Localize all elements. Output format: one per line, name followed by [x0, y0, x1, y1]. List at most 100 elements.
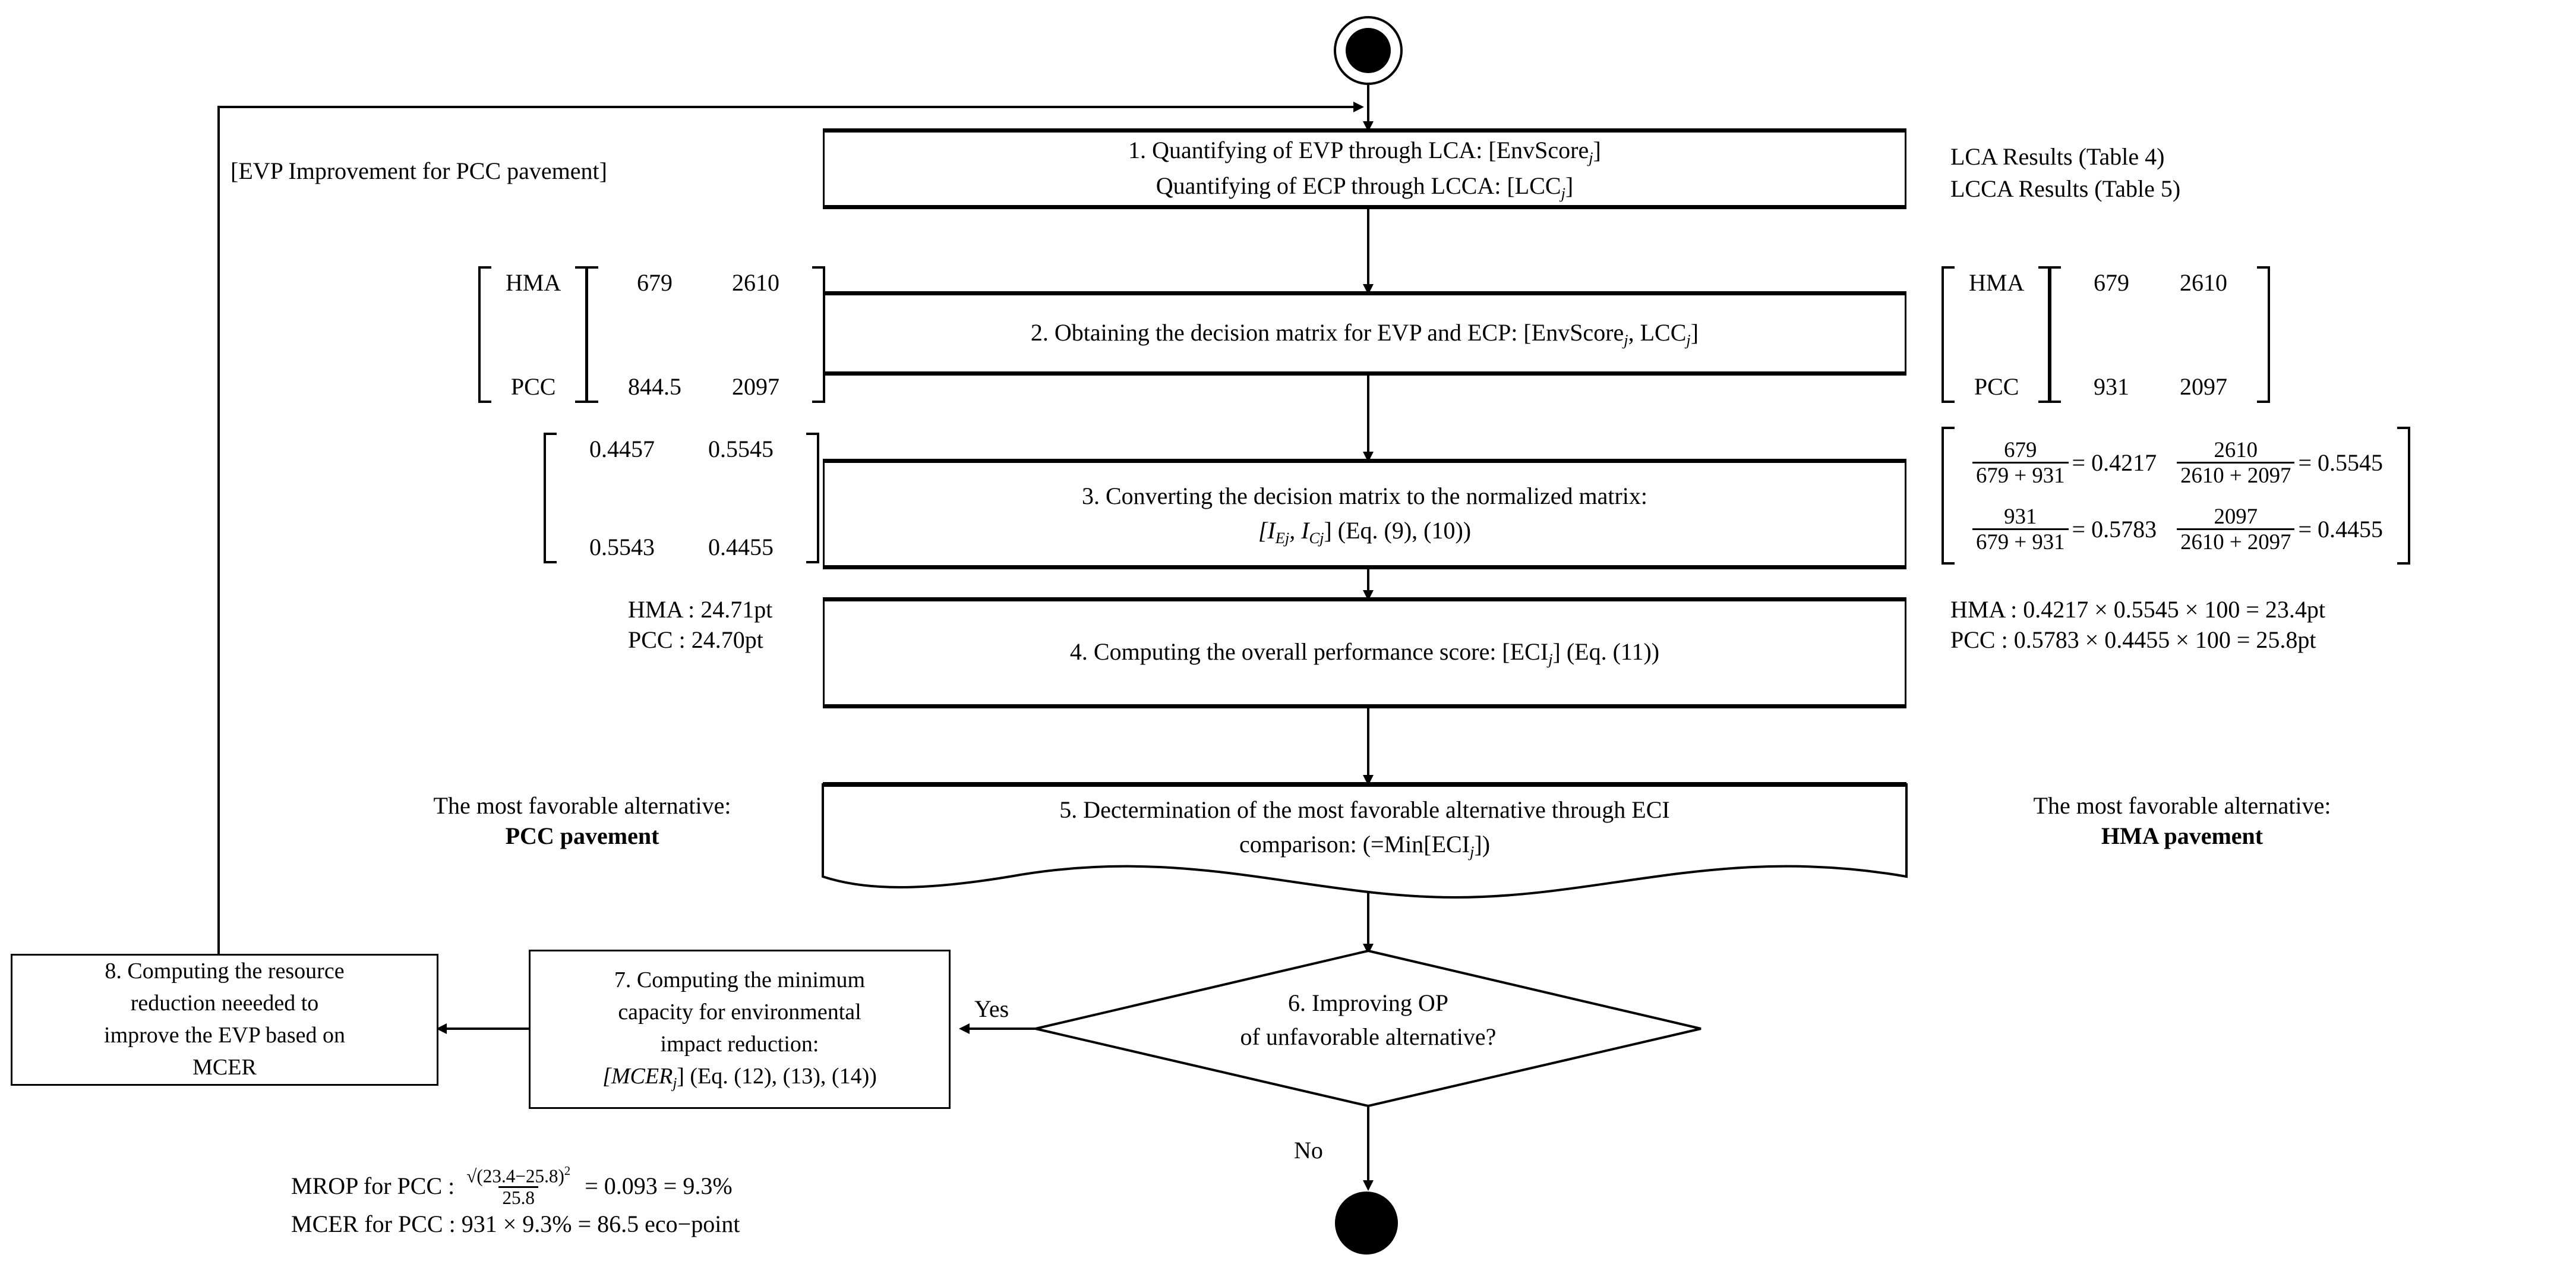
fraction: 2097 2610 + 2097	[2177, 503, 2295, 554]
bracket-left	[478, 266, 491, 403]
frac-result: = 0.4217	[2072, 449, 2157, 476]
step1-line1: 1. Quantifying of EVP through LCA: [EnvS…	[1128, 136, 1601, 166]
cell: 2610	[732, 269, 779, 296]
right-decision-matrix: 679 2610 931 2097	[2048, 266, 2270, 403]
frac-result: = 0.4455	[2298, 515, 2384, 543]
step7-line3: impact reduction:	[660, 1031, 819, 1057]
frac-result: = 0.5783	[2072, 515, 2157, 543]
bracket-left	[544, 433, 557, 563]
right-matrix-rowlabel-0: HMA	[1969, 269, 2025, 296]
right-lcca-results: LCCA Results (Table 5)	[1950, 175, 2181, 202]
step4-line1: 4. Computing the overall performance sco…	[1069, 638, 1660, 669]
step8-line2: reduction neeeded to	[130, 991, 319, 1016]
step5-document-shape	[822, 783, 1908, 899]
cell: 2610	[2180, 269, 2227, 296]
edge-label-yes: Yes	[974, 995, 1009, 1022]
cell: 2097	[2180, 373, 2227, 400]
left-score-pcc: PCC : 24.70pt	[628, 626, 763, 654]
bracket-left	[1942, 427, 1955, 565]
denominator: 2610 + 2097	[2177, 528, 2295, 554]
right-scores: HMA : 0.4217 × 0.5545 × 100 = 23.4pt PCC…	[1950, 594, 2325, 655]
bottom-formulas: MROP for PCC : √(23.4−25.8)2 25.8 = 0.09…	[291, 1165, 740, 1240]
frac-cell: 931 679 + 931 = 0.5783	[1961, 496, 2165, 562]
numerator: 2097	[2214, 503, 2258, 528]
step6-line1: 6. Improving OP	[1288, 989, 1448, 1016]
fraction: 679 679 + 931	[1972, 438, 2069, 487]
step3-line1: 3. Converting the decision matrix to the…	[1082, 482, 1647, 509]
mrop-result: = 0.093 = 9.3%	[585, 1173, 733, 1200]
step7-line2: capacity for environmental	[618, 999, 861, 1025]
left-matrix-rowlabel-0: HMA	[506, 269, 561, 296]
frac-cell: 2097 2610 + 2097 = 0.4455	[2165, 496, 2391, 562]
left-normalized-matrix: 0.4457 0.5545 0.5543 0.4455	[544, 433, 819, 563]
bracket-right	[812, 266, 825, 403]
mrop-fraction: √(23.4−25.8)2 25.8	[463, 1165, 574, 1208]
right-score-hma: HMA : 0.4217 × 0.5545 × 100 = 23.4pt	[1950, 596, 2326, 623]
denominator: 2610 + 2097	[2177, 461, 2295, 487]
frac-result: = 0.5545	[2298, 449, 2384, 476]
bracket-right	[2397, 427, 2411, 565]
right-normalized-matrix: 679 679 + 931 = 0.4217 2610 2610 + 2097 …	[1942, 427, 2411, 565]
step3-line2: [IEj, ICj] (Eq. (9), (10))	[1258, 516, 1472, 547]
left-score-hma: HMA : 24.71pt	[628, 596, 773, 623]
frac-cell: 2610 2610 + 2097 = 0.5545	[2165, 429, 2391, 496]
mcer-line: MCER for PCC : 931 × 9.3% = 86.5 eco−poi…	[291, 1210, 740, 1237]
step5-line1: 5. Dectermination of the most favorable …	[1059, 796, 1670, 823]
left-row-label-matrix: HMA PCC	[478, 266, 589, 403]
denominator: 679 + 931	[1972, 528, 2069, 554]
cell: 0.4457	[589, 436, 655, 462]
evp-improvement-note: [EVP Improvement for PCC pavement]	[231, 157, 607, 184]
step4-box[interactable]: 4. Computing the overall performance sco…	[823, 597, 1906, 708]
denominator: 679 + 931	[1972, 461, 2069, 487]
cell: 0.5545	[708, 436, 774, 462]
fraction: 2610 2610 + 2097	[2177, 437, 2295, 487]
step7-line4: [MCERj] (Eq. (12), (13), (14))	[602, 1063, 877, 1092]
numerator: 679	[2004, 437, 2037, 462]
right-row-label-matrix: HMA PCC	[1942, 266, 2052, 403]
cell: 0.5543	[589, 534, 655, 560]
step8-line1: 8. Computing the resource	[105, 959, 345, 984]
step2-line1: 2. Obtaining the decision matrix for EVP…	[1030, 319, 1699, 349]
right-matrix-rowlabel-1: PCC	[1974, 373, 2019, 400]
right-score-pcc: PCC : 0.5783 × 0.4455 × 100 = 25.8pt	[1950, 626, 2316, 654]
cell: 2097	[732, 373, 779, 400]
right-favorable-value: HMA pavement	[2101, 822, 2264, 850]
step5-box[interactable]: 5. Dectermination of the most favorable …	[823, 784, 1906, 880]
bracket-right	[2257, 266, 2270, 403]
cell: 679	[637, 269, 673, 296]
left-matrix-rowlabel-1: PCC	[510, 373, 556, 400]
left-favorable-alternative: The most favorable alternative: PCC pave…	[351, 790, 814, 851]
step7-line1: 7. Computing the minimum	[614, 967, 866, 992]
fraction: 931 679 + 931	[1972, 505, 2069, 553]
step1-line2: Quantifying of ECP through LCCA: [LCCj]	[1156, 172, 1574, 202]
cell: 679	[2094, 269, 2129, 296]
step8-box[interactable]: 8. Computing the resource reduction neee…	[11, 954, 438, 1086]
frac-cell: 679 679 + 931 = 0.4217	[1961, 429, 2165, 496]
end-node	[1335, 1192, 1398, 1255]
numerator: 931	[2004, 503, 2037, 528]
cell: 931	[2094, 373, 2129, 400]
left-scores: HMA : 24.71pt PCC : 24.70pt	[628, 594, 772, 655]
left-favorable-value: PCC pavement	[505, 822, 659, 850]
step8-line3: improve the EVP based on	[104, 1023, 345, 1048]
bracket-right	[806, 433, 819, 563]
step8-line4: MCER	[192, 1054, 257, 1080]
mrop-label: MROP for PCC :	[291, 1173, 455, 1200]
cell: 0.4455	[708, 534, 774, 560]
denominator: 25.8	[498, 1186, 539, 1208]
step6-label: 6. Improving OP of unfavorable alternati…	[1095, 987, 1641, 1054]
step2-box[interactable]: 2. Obtaining the decision matrix for EVP…	[823, 291, 1906, 376]
left-favorable-caption: The most favorable alternative:	[433, 792, 731, 819]
bracket-left	[585, 266, 598, 403]
bracket-left	[2048, 266, 2061, 403]
step3-box[interactable]: 3. Converting the decision matrix to the…	[823, 459, 1906, 569]
step7-box[interactable]: 7. Computing the minimum capacity for en…	[529, 950, 951, 1109]
decision-diamond	[1035, 949, 1701, 1108]
step1-box[interactable]: 1. Quantifying of EVP through LCA: [EnvS…	[823, 128, 1906, 209]
step6-line2: of unfavorable alternative?	[1240, 1023, 1497, 1050]
bracket-left	[1942, 266, 1955, 403]
numerator: 2610	[2214, 437, 2258, 462]
start-node	[1334, 16, 1403, 85]
right-favorable-alternative: The most favorable alternative: HMA pave…	[1950, 790, 2414, 851]
